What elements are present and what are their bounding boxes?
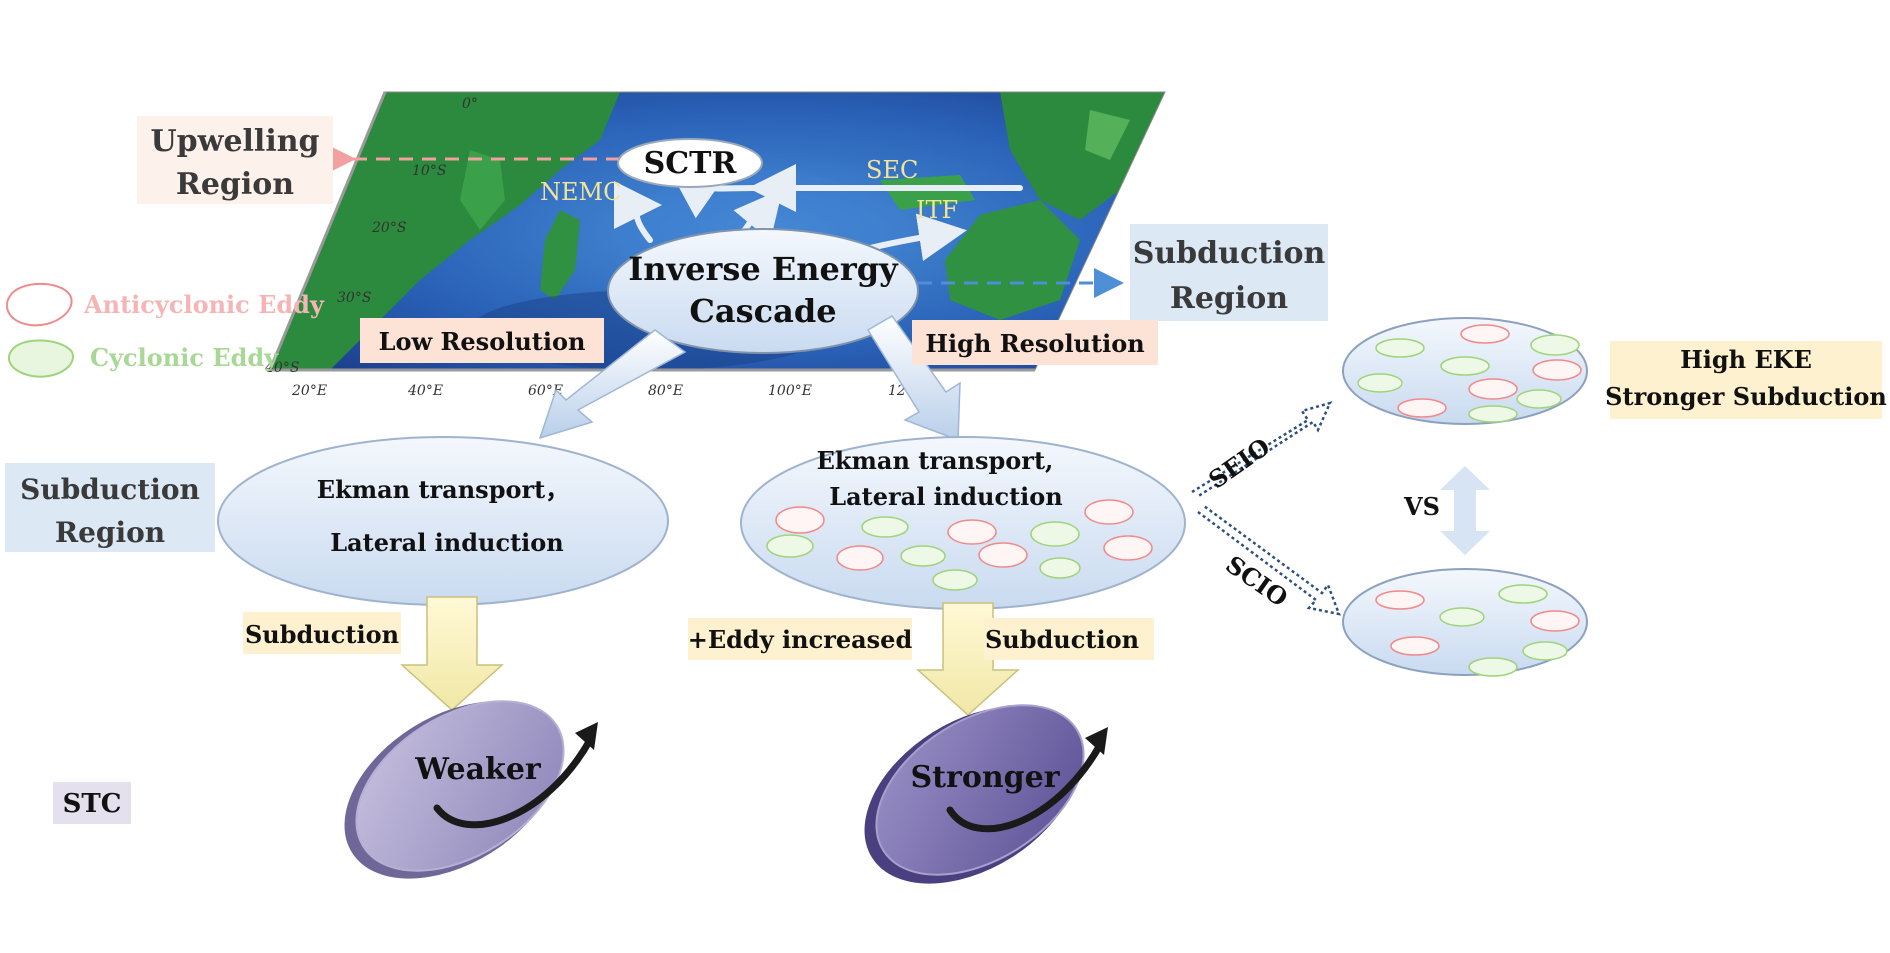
lon-tick-20e: 20°E [291,383,327,399]
lat-tick-30s: 30°S [337,290,371,306]
eddy-legend: Anticyclonic Eddy Cyclonic Eddy [5,282,325,378]
current-labels: NEMC SEC ITF [540,156,958,224]
subduction-region-left-box: Subduction Region [5,463,215,552]
subduction-left-text: Subduction [245,620,399,649]
resolution-arrows [538,315,961,442]
lon-tick-100e: 100°E [768,383,812,399]
stc-label-box: STC [53,782,131,824]
upwelling-region-box: Upwelling Region [137,116,333,204]
stronger-stc-disc: Stronger [864,704,1108,884]
cyclonic-eddy-swatch [7,339,74,378]
anticyclonic-eddy-swatch [5,282,73,327]
cascade-line1: Inverse Energy [628,250,899,288]
legend-anticyclonic: Anticyclonic Eddy [83,290,325,319]
subduction-arrow-left [400,596,504,712]
eddy-increased-text: +Eddy increased [688,625,913,654]
high-res-mechanism-ellipse: Ekman transport, Lateral induction [740,436,1186,610]
right-mechanism-line1: Ekman transport, [817,446,1054,475]
eddy-increased-label: +Eddy increased [688,618,913,660]
low-res-mechanism-ellipse: Ekman transport， Lateral induction [217,436,669,606]
high-eke-line1: High EKE [1680,345,1812,374]
cascade-line2: Cascade [689,292,836,330]
sec-label: SEC [866,156,918,184]
lon-tick-40e: 40°E [407,383,443,399]
weaker-circulation-arrow [433,736,594,829]
comparison-arrows [1191,401,1341,616]
seio-label: SEIO [1203,432,1275,495]
weaker-stc-disc: Weaker [344,700,598,879]
high-resolution-label: High Resolution [912,320,1158,365]
vs-double-arrow: VS [1403,466,1490,555]
high-eke-line2: Stronger Subduction [1605,382,1887,411]
nemc-label: NEMC [540,178,621,206]
seio-eddy-ellipse [1342,317,1588,425]
high-eke-label-box: High EKE Stronger Subduction [1605,341,1887,419]
lat-tick-0: 0° [462,96,478,112]
scio-label: SCIO [1220,549,1293,612]
subduction-left-line2: Region [55,516,165,549]
itf-label: ITF [916,196,958,224]
weaker-label: Weaker [414,752,542,787]
subduction-region-top-box: Subduction Region [1130,224,1328,321]
lat-tick-20s: 20°S [371,220,406,236]
low-resolution-text: Low Resolution [379,327,586,356]
stronger-label: Stronger [910,760,1060,795]
sctr-node: SCTR [617,138,763,188]
right-mechanism-line2: Lateral induction [829,482,1063,511]
sctr-label: SCTR [644,146,738,181]
map-axis-labels: 0° 10°S 20°S 30°S 40°S 20°E 40°E 60°E 80… [264,96,932,399]
left-mechanism-line1: Ekman transport， [317,475,569,504]
stc-label: STC [63,789,122,819]
subduction-label-right: Subduction [984,618,1154,660]
energy-cascade-node: Inverse Energy Cascade [607,228,919,354]
subduction-left-line1: Subduction [20,473,200,506]
high-resolution-text: High Resolution [925,329,1144,358]
subduction-top-line1: Subduction [1133,236,1326,271]
lon-tick-80e: 80°E [648,383,683,399]
stronger-circulation-arrow [946,741,1104,833]
vs-label: VS [1403,492,1440,521]
lat-tick-10s: 10°S [412,163,446,179]
upwelling-line2: Region [176,167,294,202]
scio-eddy-ellipse [1342,568,1588,677]
lat-tick-40s: 40°S [264,360,299,376]
subduction-top-line2: Region [1170,281,1288,316]
low-resolution-label: Low Resolution [360,318,604,363]
subduction-right-text: Subduction [985,625,1139,654]
left-mechanism-line2: Lateral induction [330,528,564,557]
upwelling-line1: Upwelling [150,124,319,159]
legend-cyclonic: Cyclonic Eddy [90,343,279,372]
subduction-label-left: Subduction [243,612,401,654]
